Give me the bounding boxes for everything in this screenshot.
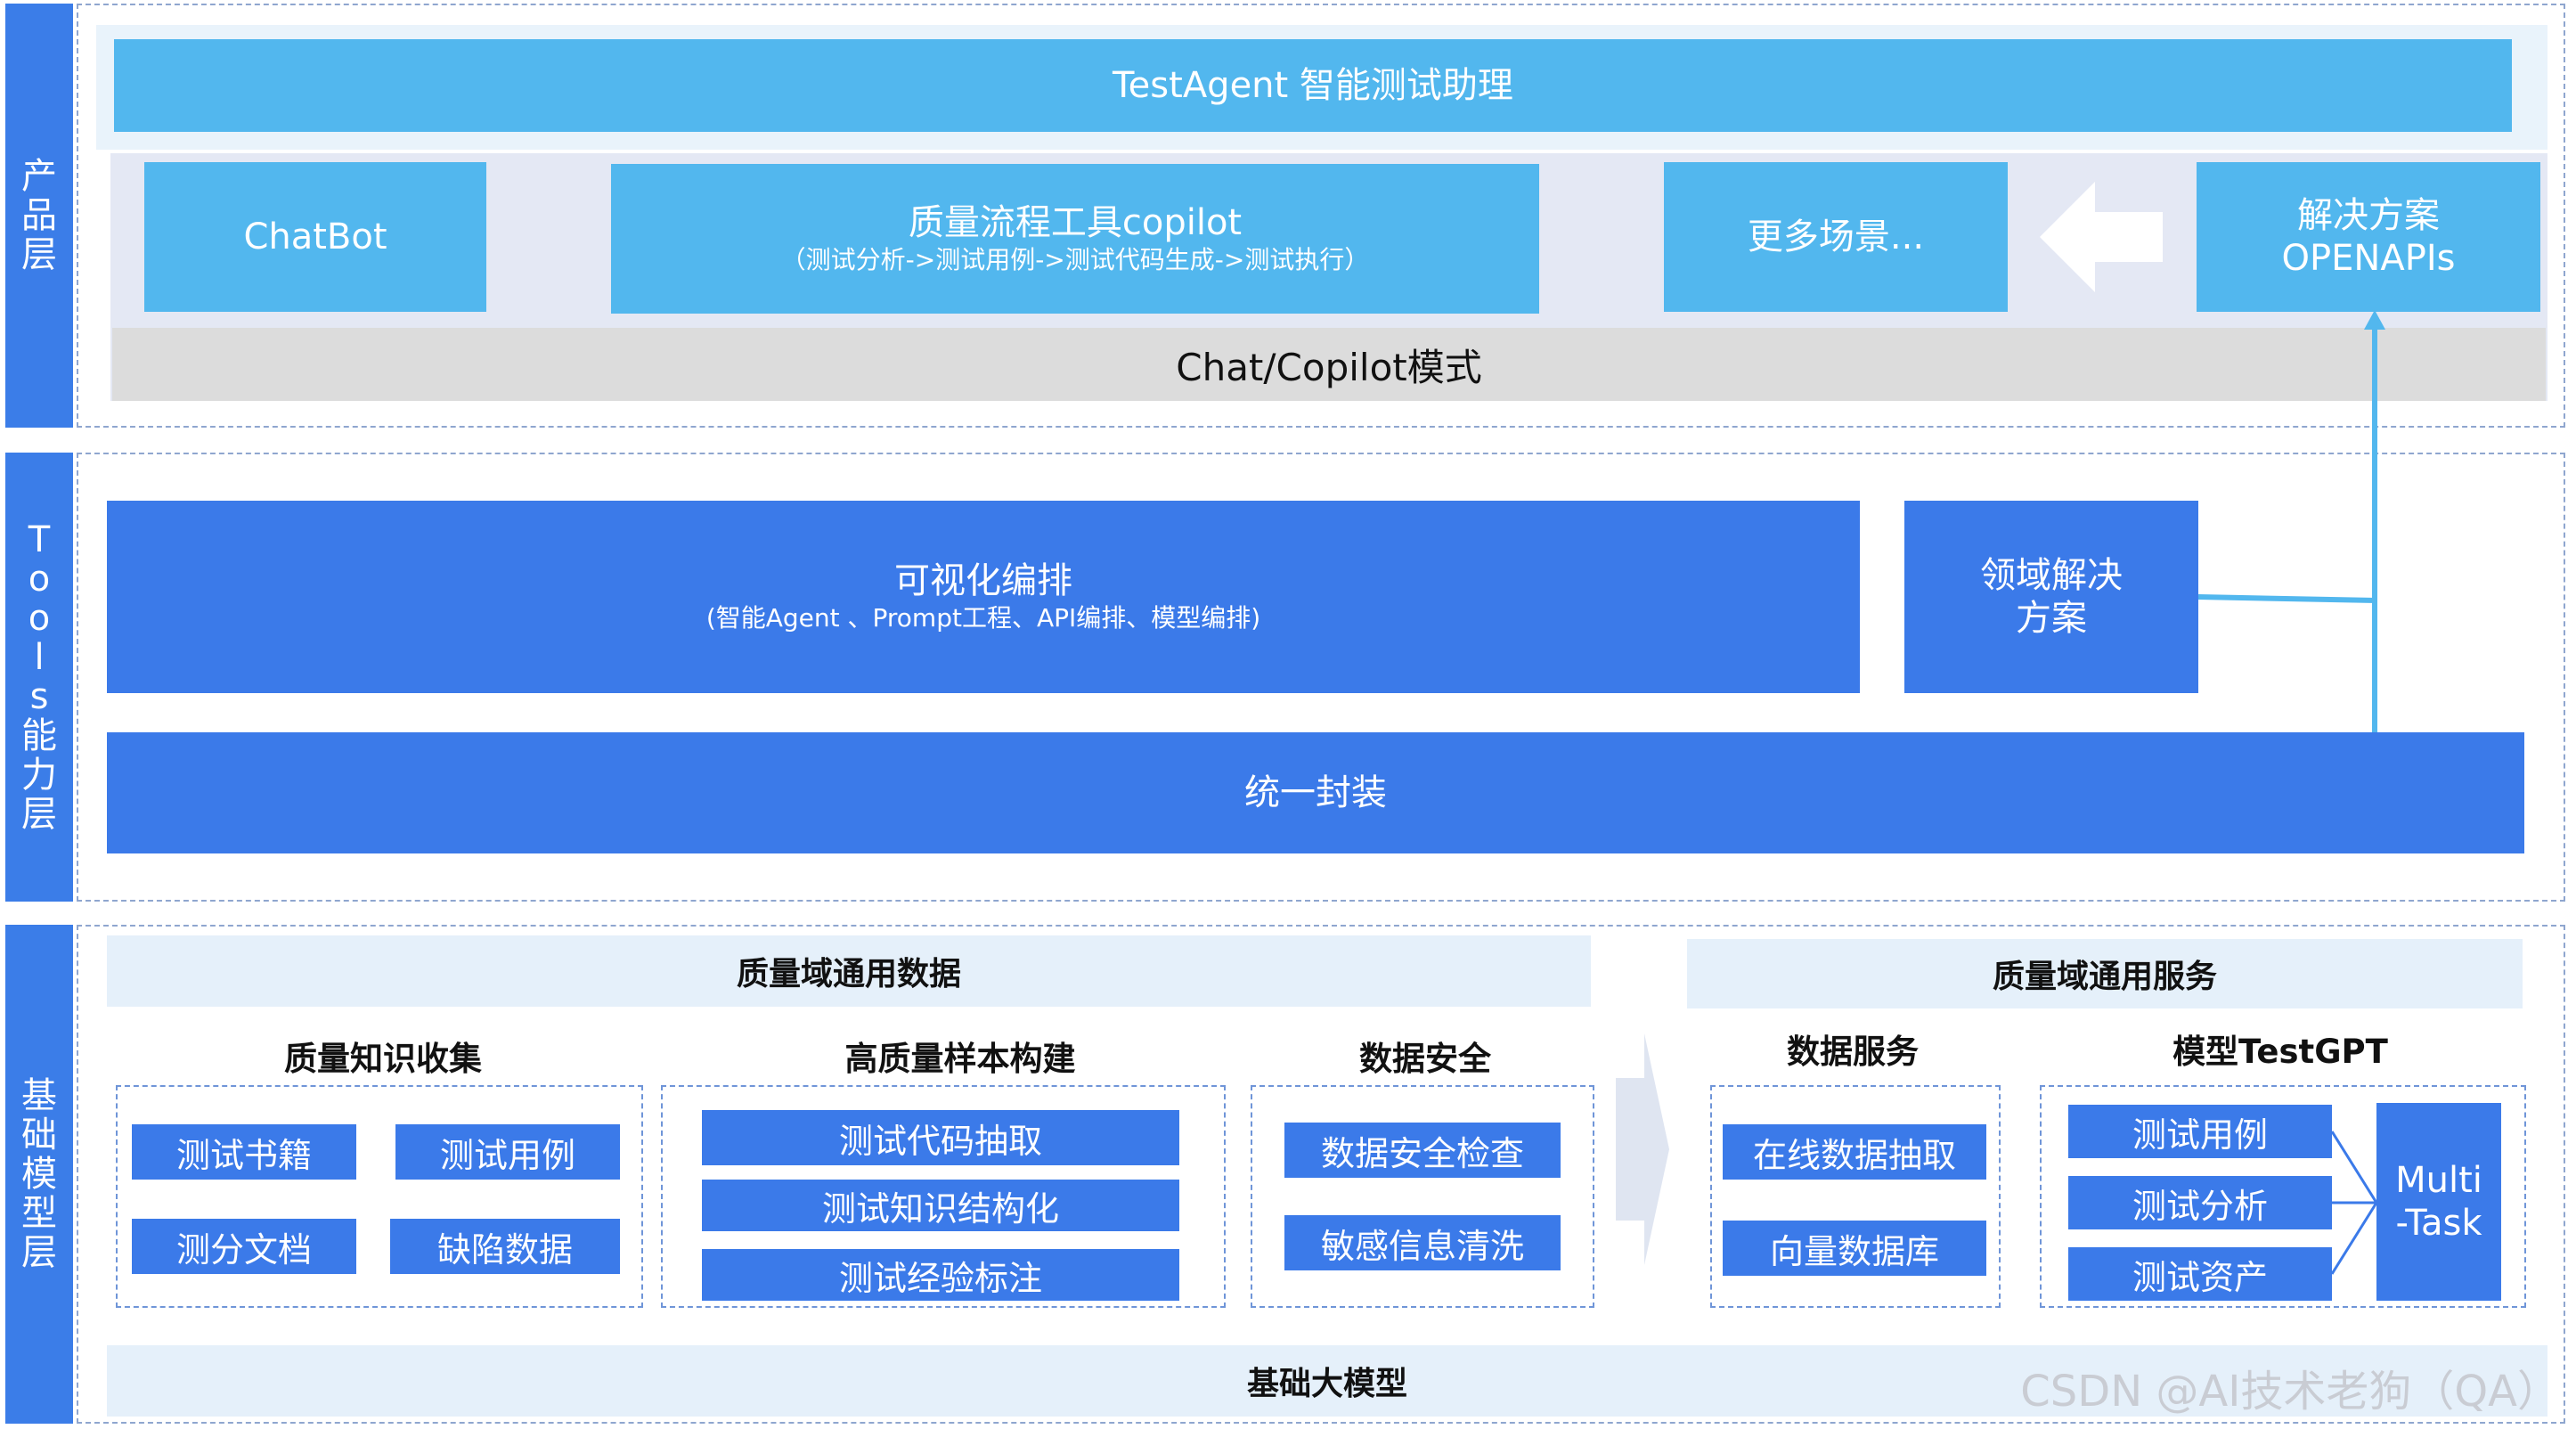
side-char: 层 bbox=[21, 1232, 57, 1273]
model-title: 模型TestGPT bbox=[2172, 1033, 2388, 1071]
multi-task-connector bbox=[2332, 1131, 2378, 1275]
visual-orchestration-box: 可视化编排 (智能Agent 、Prompt工程、API编排、模型编排) bbox=[107, 501, 1860, 693]
data-service-item: 向量数据库 bbox=[1723, 1221, 1986, 1276]
domain-line2: 方案 bbox=[2016, 598, 2087, 639]
foundation-model-label: 基础大模型 bbox=[1246, 1366, 1407, 1402]
samples-item: 测试经验标注 bbox=[702, 1249, 1179, 1301]
side-char: l bbox=[34, 637, 45, 678]
data-header-label: 质量域通用数据 bbox=[736, 956, 961, 992]
knowledge-item: 缺陷数据 bbox=[390, 1219, 620, 1274]
mode-bar: Chat/Copilot模式 bbox=[112, 328, 2546, 401]
side-label-tools: T o o l s 能 力 层 bbox=[5, 453, 73, 902]
model-item: 测试用例 bbox=[2068, 1105, 2332, 1158]
model-item: 测试资产 bbox=[2068, 1247, 2332, 1301]
model-item: 测试分析 bbox=[2068, 1176, 2332, 1229]
copilot-subtitle: （测试分析->测试用例->测试代码生成->测试执行） bbox=[780, 245, 1370, 274]
service-header-label: 质量域通用服务 bbox=[1992, 959, 2217, 995]
solution-line1: 解决方案 bbox=[2297, 195, 2440, 236]
flow-arrow-icon bbox=[1616, 1033, 1669, 1265]
copilot-box: 质量流程工具copilot （测试分析->测试用例->测试代码生成->测试执行） bbox=[611, 164, 1539, 314]
side-char: o bbox=[28, 598, 51, 639]
side-label-base: 基 础 模 型 层 bbox=[5, 925, 73, 1424]
knowledge-item: 测试用例 bbox=[395, 1124, 620, 1180]
security-item: 敏感信息清洗 bbox=[1284, 1215, 1561, 1270]
security-group bbox=[1251, 1085, 1594, 1308]
side-char: 础 bbox=[21, 1115, 57, 1155]
side-char: 基 bbox=[21, 1075, 57, 1116]
side-char: 品 bbox=[21, 195, 57, 236]
solution-openapi-box: 解决方案 OPENAPIs bbox=[2197, 162, 2540, 312]
knowledge-item: 测分文档 bbox=[132, 1219, 356, 1274]
chatbot-label: ChatBot bbox=[243, 216, 387, 257]
samples-title: 高质量样本构建 bbox=[844, 1040, 1076, 1078]
samples-group bbox=[661, 1085, 1226, 1308]
product-layer-frame bbox=[77, 4, 2565, 428]
data-header: 质量域通用数据 bbox=[107, 935, 1591, 1007]
data-service-group bbox=[1710, 1085, 2001, 1308]
side-char: s bbox=[29, 676, 49, 717]
knowledge-item: 测试书籍 bbox=[132, 1124, 356, 1180]
watermark: CSDN @AI技术老狗（QA） bbox=[2020, 1367, 2560, 1417]
knowledge-title: 质量知识收集 bbox=[284, 1040, 482, 1078]
domain-line1: 领域解决 bbox=[1980, 555, 2123, 596]
data-service-item: 在线数据抽取 bbox=[1723, 1124, 1986, 1180]
data-service-title: 数据服务 bbox=[1787, 1033, 1919, 1071]
chatbot-box: ChatBot bbox=[144, 162, 486, 312]
more-scenarios-box: 更多场景... bbox=[1664, 162, 2008, 312]
side-char: o bbox=[28, 559, 51, 600]
mode-bar-label: Chat/Copilot模式 bbox=[1176, 345, 1482, 389]
more-scenarios-label: 更多场景... bbox=[1747, 216, 1925, 257]
service-header: 质量域通用服务 bbox=[1687, 939, 2523, 1008]
side-char: 能 bbox=[21, 715, 57, 756]
security-item: 数据安全检查 bbox=[1284, 1123, 1561, 1178]
side-label-product: 产 品 层 bbox=[5, 4, 73, 428]
base-layer-frame bbox=[77, 925, 2565, 1424]
samples-item: 测试代码抽取 bbox=[702, 1110, 1179, 1165]
multi-task-line2: -Task bbox=[2395, 1203, 2482, 1244]
multi-task-box: Multi -Task bbox=[2376, 1103, 2501, 1301]
testagent-banner: TestAgent 智能测试助理 bbox=[114, 39, 2512, 132]
model-group bbox=[2040, 1085, 2526, 1308]
visual-title: 可视化编排 bbox=[894, 560, 1072, 601]
side-char: 型 bbox=[21, 1193, 57, 1234]
knowledge-group bbox=[116, 1085, 643, 1308]
copilot-title: 质量流程工具copilot bbox=[908, 202, 1243, 243]
side-char: 力 bbox=[21, 755, 57, 796]
banner-text: TestAgent 智能测试助理 bbox=[1113, 65, 1513, 106]
multi-task-line1: Multi bbox=[2395, 1160, 2482, 1201]
left-arrow-icon bbox=[2040, 182, 2163, 292]
unified-label: 统一封装 bbox=[1244, 772, 1387, 813]
domain-solution-box: 领域解决 方案 bbox=[1904, 501, 2198, 693]
side-char: T bbox=[28, 519, 51, 560]
samples-item: 测试知识结构化 bbox=[702, 1180, 1179, 1231]
unified-wrapper-box: 统一封装 bbox=[107, 732, 2524, 853]
side-char: 模 bbox=[21, 1154, 57, 1195]
side-char: 层 bbox=[21, 794, 57, 835]
visual-subtitle: (智能Agent 、Prompt工程、API编排、模型编排) bbox=[705, 603, 1261, 633]
solution-line2: OPENAPIs bbox=[2281, 238, 2456, 279]
foundation-model-bar: 基础大模型 bbox=[107, 1345, 2547, 1417]
security-title: 数据安全 bbox=[1359, 1040, 1491, 1078]
tools-layer-frame bbox=[77, 453, 2565, 902]
side-char: 层 bbox=[21, 234, 57, 275]
side-char: 产 bbox=[21, 156, 57, 197]
